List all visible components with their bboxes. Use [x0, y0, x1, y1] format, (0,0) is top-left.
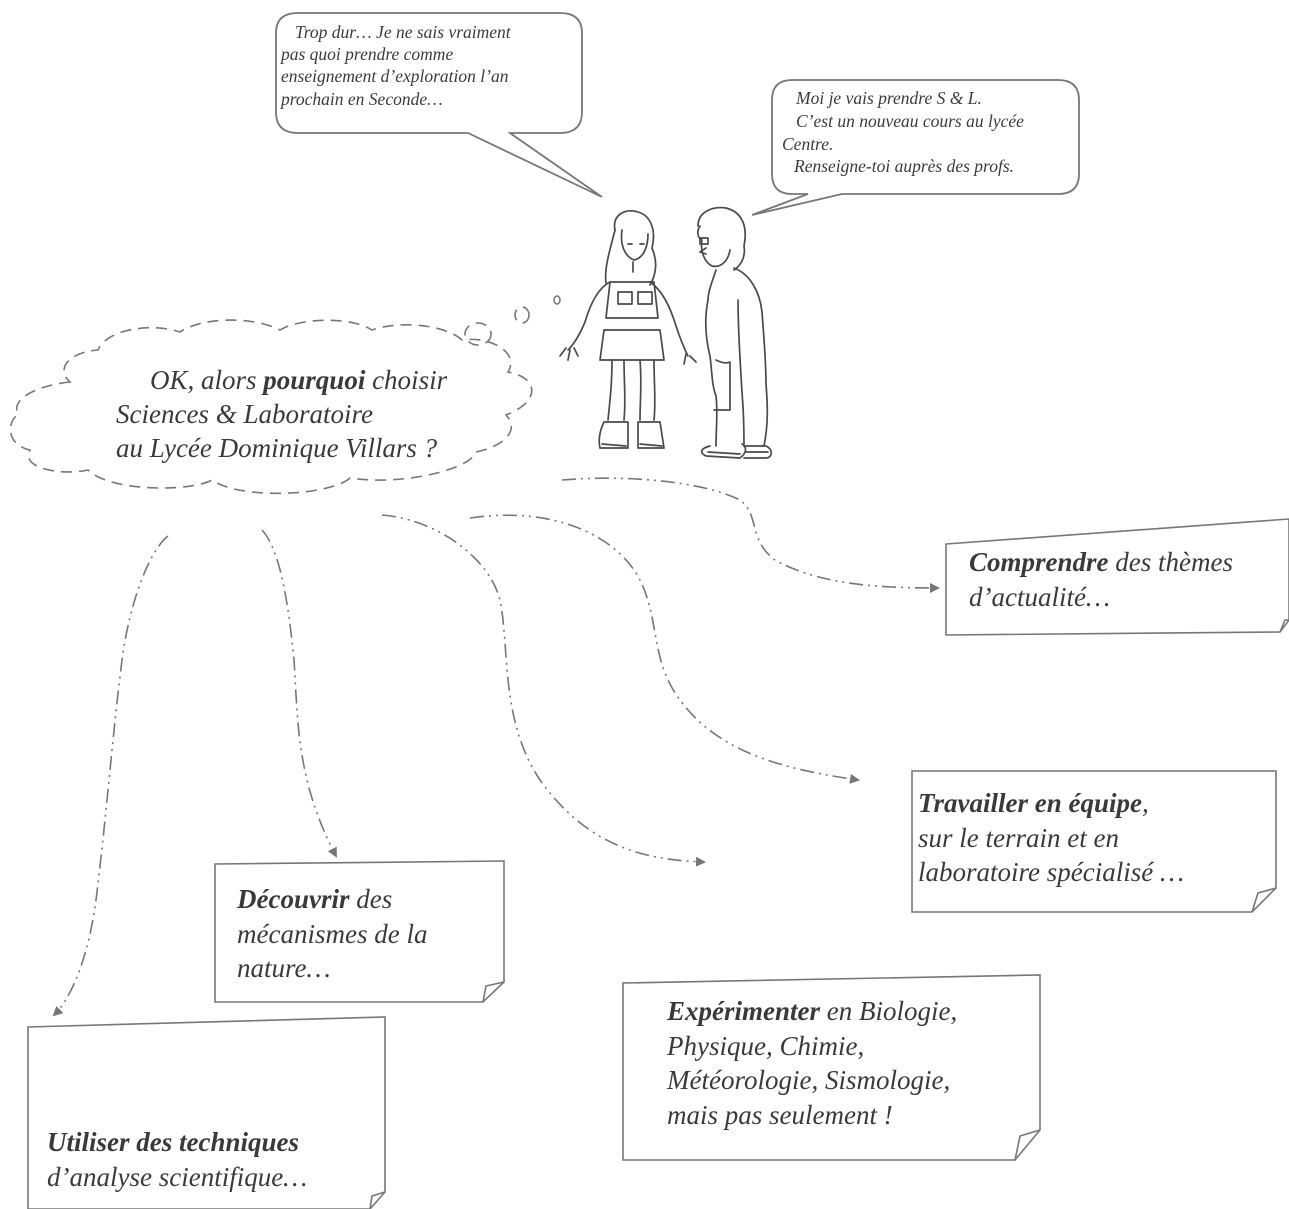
thought-dot-icon — [553, 295, 561, 305]
note-decouvrir-line-3: nature… — [237, 953, 331, 984]
speech-text-girl: Trop dur… Je ne sais vraiment pas quoi p… — [281, 21, 511, 110]
thought-line-1-bold: pourquoi — [263, 365, 366, 395]
note-experimenter-line-1: Expérimenter en Biologie, — [667, 994, 957, 1029]
girl-figure-icon — [559, 210, 697, 449]
thought-line-3: au Lycée Dominique Villars ? — [116, 433, 438, 464]
note-comprendre-line-1: Comprendre des thèmes — [969, 545, 1233, 580]
arrow-to-decouvrir — [261, 529, 337, 858]
note-utiliser-text: Utiliser des techniques d’analyse scient… — [47, 1125, 307, 1194]
note-comprendre-bold: Comprendre — [969, 547, 1109, 577]
speech-text-boy: Moi je vais prendre S & L. C’est un nouv… — [782, 87, 1024, 178]
note-travailler-line-3: laboratoire spécialisé … — [918, 857, 1184, 888]
note-box-travailler — [911, 770, 1277, 913]
note-utiliser-line-1: Utiliser des techniques — [47, 1127, 300, 1157]
boy-figure-icon — [696, 206, 773, 459]
thought-line-2: Sciences & Laboratoire — [116, 399, 373, 430]
thought-line-1-pre: OK, alors — [150, 365, 264, 395]
speech-girl-line-2: pas quoi prendre comme — [281, 44, 454, 65]
note-travailler-rest: , — [1141, 788, 1149, 818]
note-experimenter-line-4: mais pas seulement ! — [667, 1099, 893, 1130]
note-decouvrir-line-2: mécanismes de la — [237, 918, 428, 949]
speech-boy-line-2: C’est un nouveau cours au lycée — [796, 110, 1024, 131]
note-utiliser-line-2: d’analyse scientifique… — [47, 1161, 308, 1192]
arrows — [52, 477, 940, 1017]
note-decouvrir-bold: Découvrir — [237, 884, 350, 914]
note-travailler-line-2: sur le terrain et en — [918, 822, 1119, 853]
note-travailler-text: Travailler en équipe, sur le terrain et … — [918, 786, 1184, 890]
arrow-to-comprendre — [561, 477, 940, 593]
speech-boy-line-4: Renseigne-toi auprès des profs. — [794, 156, 1015, 177]
note-comprendre-line-2: d’actualité… — [969, 581, 1110, 612]
note-experimenter-text: Expérimenter en Biologie, Physique, Chim… — [667, 994, 957, 1132]
note-decouvrir-text: Découvrir des mécanismes de la nature… — [237, 882, 427, 986]
note-experimenter-line-3: Météorologie, Sismologie, — [667, 1065, 951, 1096]
speech-girl-line-3: enseignement d’exploration l’an — [281, 66, 509, 87]
note-comprendre-text: Comprendre des thèmes d’actualité… — [969, 545, 1233, 614]
note-decouvrir-line-1: Découvrir des — [237, 882, 427, 917]
note-decouvrir-rest: des — [349, 884, 393, 914]
thought-line-1-post: choisir — [365, 365, 448, 395]
note-travailler-line-1: Travailler en équipe, — [918, 786, 1184, 821]
note-experimenter-rest: en Biologie, — [820, 996, 958, 1026]
note-box-comprendre — [945, 518, 1289, 636]
arrow-to-travailler — [469, 514, 860, 784]
note-box-utiliser — [27, 1016, 386, 1209]
thought-cloud — [9, 306, 533, 495]
speech-bubble-boy — [751, 79, 1080, 216]
speech-boy-line-1: Moi je vais prendre S & L. — [796, 88, 982, 108]
speech-bubble-girl — [275, 12, 603, 198]
note-experimenter-line-2: Physique, Chimie, — [667, 1030, 865, 1061]
note-box-experimenter — [622, 974, 1041, 1161]
note-experimenter-bold: Expérimenter — [667, 996, 820, 1026]
arrow-to-utiliser — [52, 535, 169, 1017]
note-travailler-bold: Travailler en équipe — [918, 788, 1142, 818]
speech-girl-line-1: Trop dur… Je ne sais vraiment — [295, 22, 511, 42]
thought-line-1: OK, alors pourquoi choisir — [116, 363, 447, 397]
speech-boy-line-3: Centre. — [782, 133, 834, 154]
note-box-decouvrir — [214, 860, 505, 1003]
speech-girl-line-4: prochain en Seconde… — [281, 88, 443, 109]
thought-text: OK, alors pourquoi choisir Sciences & La… — [116, 363, 447, 465]
arrow-to-experimenter — [381, 514, 706, 867]
note-comprendre-rest: des thèmes — [1108, 547, 1233, 577]
